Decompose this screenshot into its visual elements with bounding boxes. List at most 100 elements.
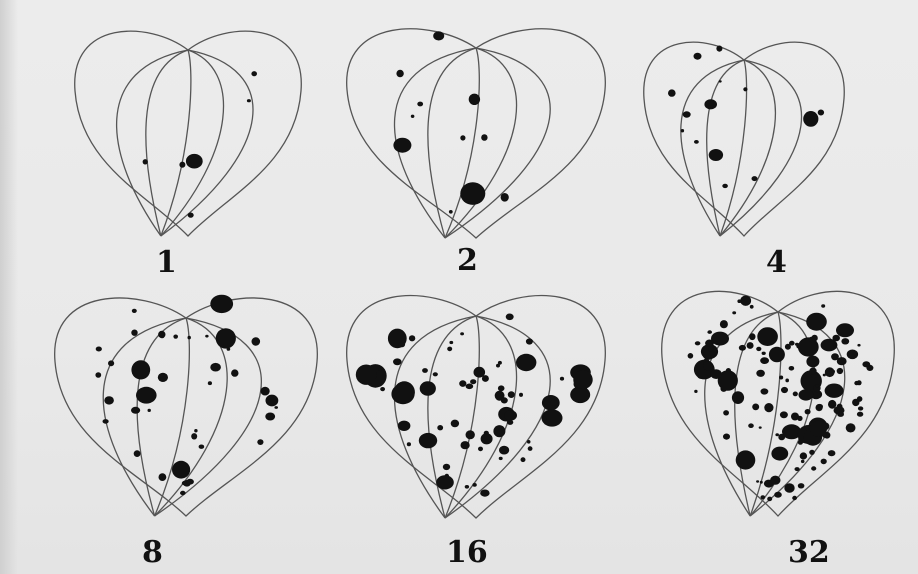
lesion-spot (723, 434, 730, 440)
lesion-spot (205, 335, 208, 338)
severity-label: 8 (142, 535, 163, 570)
lesion-spot (516, 354, 536, 371)
lesion-spot (709, 149, 723, 161)
lesion-spot (391, 384, 414, 404)
lesion-spot (825, 384, 844, 398)
lesion-spot (747, 342, 754, 349)
lesion-spot (854, 381, 859, 385)
leaf-vein (161, 50, 253, 236)
lesion-spot (257, 439, 263, 445)
lesion-spot (460, 135, 465, 140)
lesion-spot (380, 387, 385, 391)
lesion-spot (795, 467, 800, 471)
lesion-spot (521, 457, 526, 462)
lesion-spot (186, 479, 194, 485)
lesion-spot (841, 338, 849, 344)
lesion-spot (251, 71, 257, 76)
lesion-spot (436, 475, 454, 489)
lesion-spot (227, 347, 231, 350)
lesion-spot (752, 176, 758, 181)
leaf-vein (155, 318, 190, 516)
leaf-vein (681, 60, 744, 236)
lesion-spot (770, 476, 780, 485)
lesion-spot (800, 452, 807, 459)
leaf-vein (395, 316, 476, 518)
lesion-spot (688, 353, 694, 359)
lesion-spot (837, 357, 847, 365)
lesion-spot (465, 485, 469, 489)
lesion-spot (208, 381, 212, 385)
lesion-spot (265, 413, 275, 421)
lesion-spot (761, 495, 766, 499)
lesion-spot (96, 347, 102, 352)
lesion-spot (451, 420, 459, 428)
lesion-spot (774, 492, 782, 498)
lesion-spot (775, 433, 779, 436)
leaf-panel-4: 4 (644, 42, 845, 280)
lesion-spot (409, 335, 415, 341)
leaf-vein (117, 50, 188, 236)
lesion-spot (780, 411, 788, 418)
lesion-spot (422, 368, 428, 373)
lesion-spot (795, 343, 799, 346)
lesion-spot (419, 433, 437, 448)
lesion-spot (806, 313, 827, 331)
lesion-spot (694, 53, 702, 60)
lesion-spot (247, 99, 251, 102)
lesion-spot (857, 412, 863, 417)
lesion-spot (789, 341, 795, 346)
lesion-spot (668, 89, 676, 96)
lesion-spot (443, 464, 450, 470)
lesion-spot (527, 440, 531, 444)
leaf-vein (445, 48, 479, 238)
lesion-spot (173, 335, 178, 339)
lesion-spot (821, 304, 825, 307)
lesion-spot (519, 393, 523, 397)
lesion-spot (449, 210, 453, 214)
lesion-spot (832, 335, 840, 342)
lesion-spot (761, 388, 769, 394)
lesion-spot (779, 376, 783, 380)
lesion-spot (266, 395, 279, 407)
leaf-panel-2: 2 (347, 29, 606, 278)
lesion-spot (378, 368, 382, 371)
lesion-spot (703, 361, 713, 371)
lesion-spot (459, 380, 466, 387)
lesion-spot (769, 347, 785, 363)
lesion-spot (722, 184, 728, 188)
lesion-spot (732, 311, 736, 314)
leaf-vein (103, 318, 186, 516)
lesion-spot (160, 334, 165, 339)
lesion-spot (472, 483, 476, 487)
leaf-vein (146, 50, 188, 236)
lesion-spot (846, 423, 856, 432)
lesion-spot (194, 429, 197, 432)
lesion-spot (732, 391, 744, 404)
lesion-spot (134, 450, 141, 457)
lesion-spot (560, 377, 564, 381)
lesion-spot (764, 403, 773, 412)
lesion-spot (740, 296, 751, 306)
lesion-spot (748, 423, 754, 428)
lesion-spot (504, 410, 517, 420)
lesion-spot (449, 341, 453, 344)
leaf-vein (445, 316, 550, 518)
leaf-outline (347, 29, 606, 238)
lesion-spot (707, 330, 712, 334)
lesion-spot (709, 347, 714, 352)
lesion-spot (760, 481, 763, 484)
lesion-spot (837, 368, 843, 374)
lesion-spot (508, 391, 515, 398)
lesion-spot (481, 433, 493, 444)
lesion-spot (466, 430, 475, 439)
lesion-spot (399, 342, 405, 347)
lesion-spot (461, 441, 470, 449)
lesion-spot (862, 361, 870, 367)
lesion-spot (506, 314, 514, 321)
lesion-spot (470, 379, 476, 384)
lesion-spot (108, 360, 114, 366)
lesion-spot (858, 406, 863, 410)
lesion-spot (172, 461, 190, 479)
lesion-spot (528, 446, 533, 451)
